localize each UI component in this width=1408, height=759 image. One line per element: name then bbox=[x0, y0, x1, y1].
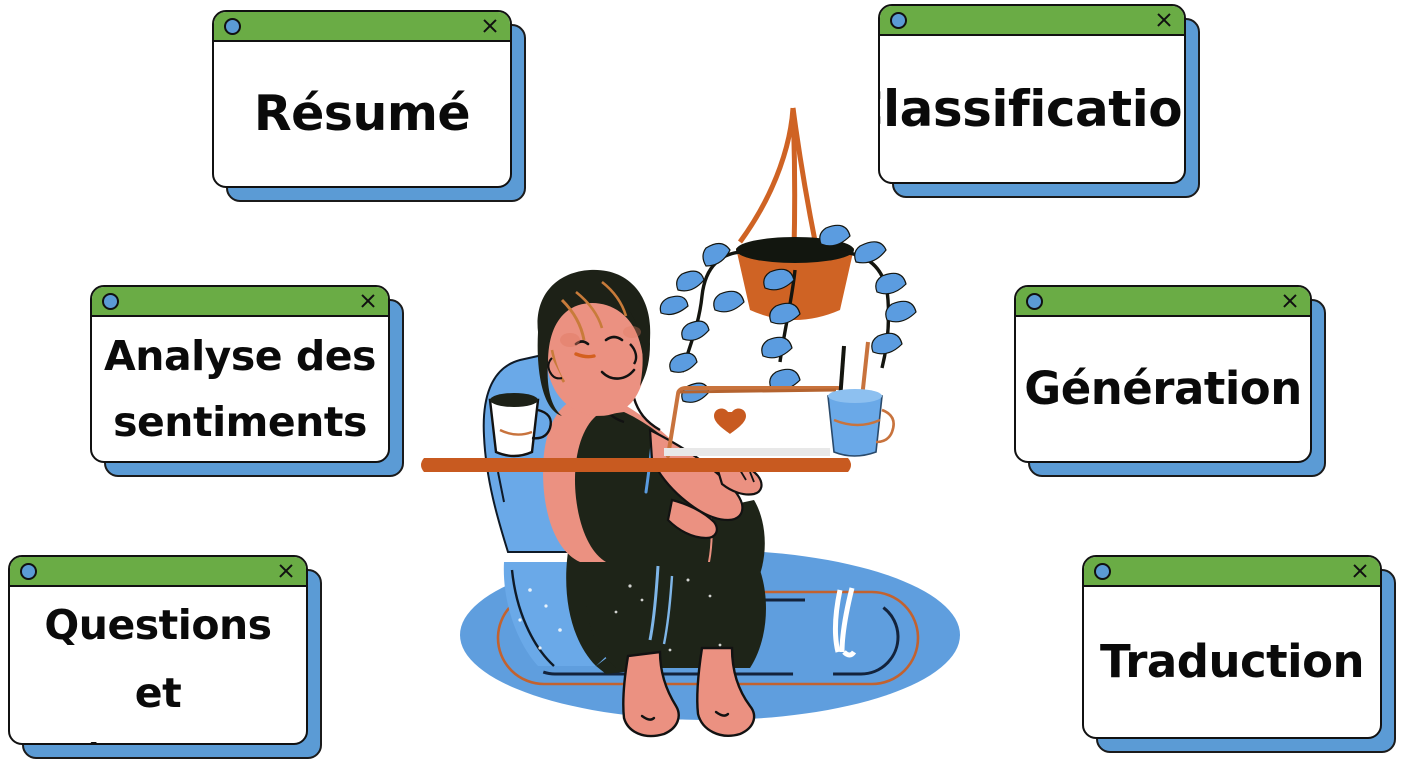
card-analyse-des-sentiments[interactable]: Analyse des sentiments bbox=[90, 285, 404, 477]
desk bbox=[421, 458, 851, 472]
circle-icon bbox=[890, 11, 907, 29]
card-label: Traduction bbox=[1099, 635, 1365, 689]
card-body: Traduction bbox=[1084, 587, 1380, 737]
close-icon[interactable] bbox=[1351, 563, 1368, 580]
card-titlebar bbox=[214, 12, 510, 42]
card-frame: Analyse des sentiments bbox=[90, 285, 390, 463]
laptop bbox=[664, 386, 840, 458]
hanging-plant bbox=[659, 107, 917, 403]
card-titlebar bbox=[1084, 557, 1380, 587]
card-label: Génération bbox=[1024, 362, 1302, 416]
card-classification[interactable]: Classification bbox=[878, 4, 1200, 198]
card-frame: Classification bbox=[878, 4, 1186, 184]
card-frame: Questions et réponses bbox=[8, 555, 308, 745]
card-body: Génération bbox=[1016, 317, 1310, 461]
circle-icon bbox=[224, 17, 241, 35]
close-icon[interactable] bbox=[277, 563, 294, 580]
heart-sticker bbox=[714, 408, 746, 434]
close-icon[interactable] bbox=[1281, 293, 1298, 310]
card-traduction[interactable]: Traduction bbox=[1082, 555, 1396, 753]
card-titlebar bbox=[880, 6, 1184, 36]
card-body: Résumé bbox=[214, 42, 510, 186]
coffee-mug bbox=[488, 393, 552, 458]
card-body: Classification bbox=[880, 36, 1184, 182]
circle-icon bbox=[1026, 292, 1043, 310]
card-frame: Génération bbox=[1014, 285, 1312, 463]
card-questions-et-reponses[interactable]: Questions et réponses bbox=[8, 555, 322, 759]
circle-icon bbox=[20, 562, 37, 580]
card-titlebar bbox=[92, 287, 388, 317]
circle-icon bbox=[1094, 562, 1111, 580]
card-label: Analyse des sentiments bbox=[104, 331, 376, 446]
card-titlebar bbox=[1016, 287, 1310, 317]
card-frame: Résumé bbox=[212, 10, 512, 188]
close-icon[interactable] bbox=[481, 18, 498, 35]
card-label: Classification bbox=[880, 79, 1184, 138]
illustration-woman-working-on-laptop bbox=[420, 100, 990, 752]
card-resume[interactable]: Résumé bbox=[212, 10, 526, 202]
close-icon[interactable] bbox=[1155, 12, 1172, 29]
card-body: Questions et réponses bbox=[10, 587, 306, 743]
pen-cup bbox=[827, 341, 895, 457]
card-body: Analyse des sentiments bbox=[92, 317, 388, 461]
circle-icon bbox=[102, 292, 119, 310]
woman-head bbox=[537, 269, 651, 416]
card-label: Résumé bbox=[253, 85, 471, 143]
close-icon[interactable] bbox=[359, 293, 376, 310]
card-titlebar bbox=[10, 557, 306, 587]
card-generation[interactable]: Génération bbox=[1014, 285, 1326, 477]
card-label: Questions et réponses bbox=[44, 601, 272, 743]
card-frame: Traduction bbox=[1082, 555, 1382, 739]
